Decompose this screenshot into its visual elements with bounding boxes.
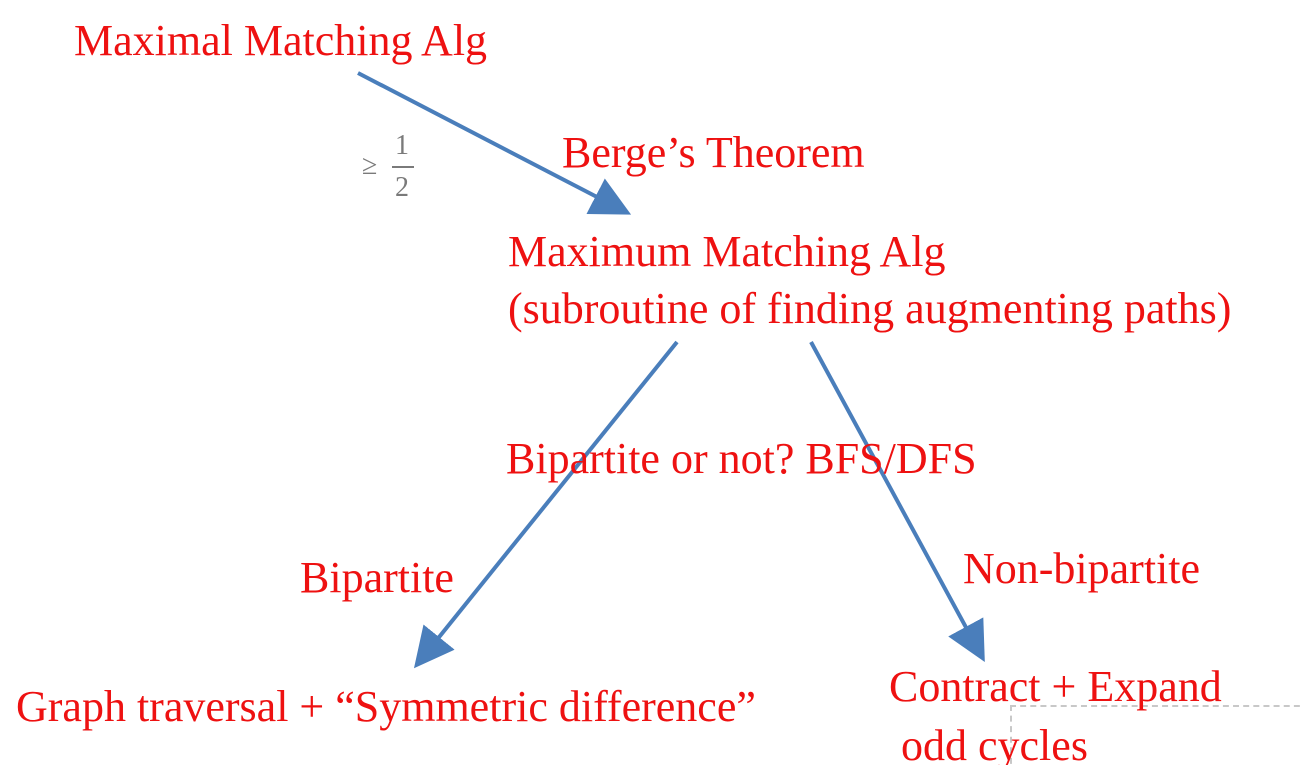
edge-label-berge: Berge’s Theorem [562, 128, 865, 177]
node-maximum-matching-subtitle: (subroutine of finding augmenting paths) [508, 284, 1232, 333]
edge-label-non-bipartite: Non-bipartite [963, 544, 1201, 593]
ge-symbol: ≥ [362, 150, 378, 181]
ratio-denominator: 2 [395, 172, 409, 203]
edge-label-bipartite-question: Bipartite or not? BFS/DFS [506, 434, 977, 483]
node-graph-traversal: Graph traversal + “Symmetric difference” [16, 682, 756, 731]
arrow-maximal-to-maximum [357, 71, 632, 215]
node-contract-expand-line1: Contract + Expand [889, 662, 1222, 711]
approx-ratio: ≥ 1 2 [362, 130, 422, 210]
node-maximal-matching: Maximal Matching Alg [74, 16, 488, 65]
edge-label-bipartite: Bipartite [300, 553, 454, 602]
node-maximum-matching-title: Maximum Matching Alg [508, 227, 946, 276]
arrow-maximum-to-non-bipartite [809, 341, 985, 663]
node-contract-expand-line2: odd cycles [901, 721, 1088, 765]
ratio-numerator: 1 [395, 130, 409, 161]
fraction-bar [392, 166, 414, 168]
arrow-maximum-to-bipartite [413, 340, 679, 669]
dashed-placeholder-box [1010, 705, 1301, 765]
